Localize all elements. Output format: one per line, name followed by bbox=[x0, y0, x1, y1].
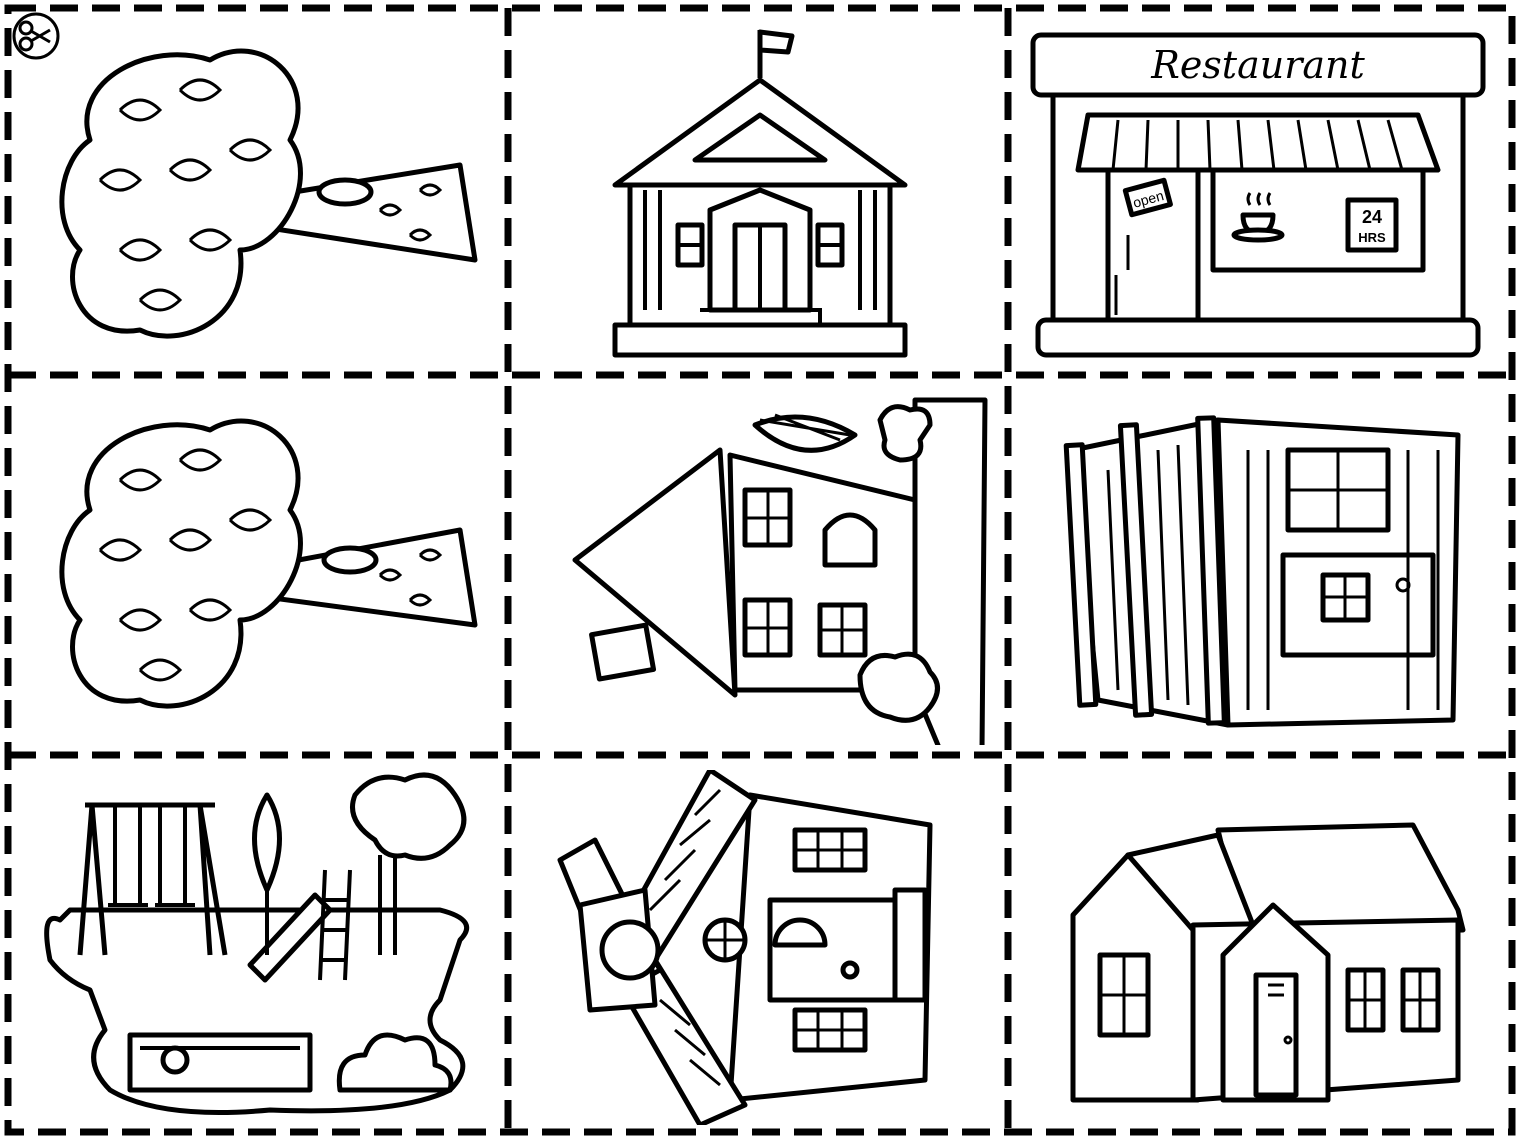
scissors-icon bbox=[10, 10, 62, 62]
hours-sign-top: 24 bbox=[1362, 207, 1382, 227]
open-sign-text: open bbox=[1131, 187, 1165, 211]
restaurant-icon: Restaurant open 24 HRS bbox=[1030, 32, 1486, 358]
tilted-house-icon bbox=[572, 397, 988, 745]
card-tree-1 bbox=[20, 20, 500, 365]
card-wood-cabin bbox=[1018, 390, 1502, 745]
playground-icon bbox=[44, 772, 470, 1115]
card-playground bbox=[20, 770, 500, 1125]
card-tilted-house-1 bbox=[520, 390, 1000, 745]
school-building-icon bbox=[612, 29, 908, 358]
card-tree-2 bbox=[20, 390, 500, 745]
tilted-house-icon bbox=[557, 770, 933, 1125]
card-school bbox=[520, 20, 1000, 365]
tree-icon bbox=[59, 418, 478, 709]
tree-icon bbox=[59, 48, 478, 339]
wooden-house-icon bbox=[1063, 415, 1461, 728]
hours-sign-bottom: HRS bbox=[1358, 230, 1386, 245]
restaurant-sign-text: Restaurant bbox=[1150, 43, 1365, 87]
card-tilted-house-2 bbox=[520, 770, 1000, 1125]
card-restaurant: Restaurant open 24 HRS bbox=[1018, 20, 1502, 365]
house-icon bbox=[1070, 822, 1466, 1103]
card-house bbox=[1018, 770, 1502, 1125]
